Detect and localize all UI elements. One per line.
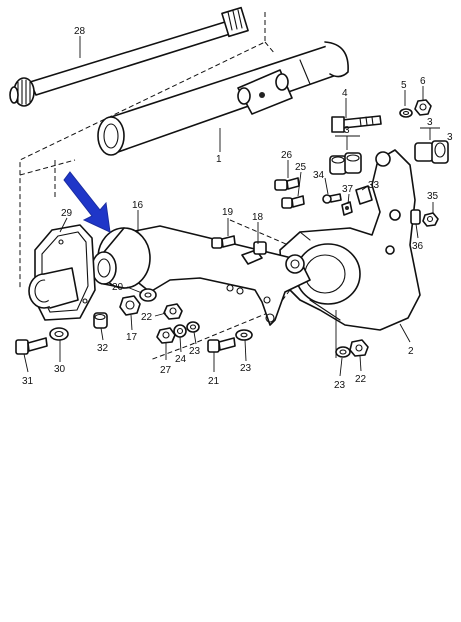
label-1: 1 [216, 154, 222, 165]
label-23-right: 23 [334, 380, 346, 391]
label-3-top: 3 [344, 125, 350, 136]
label-20: 20 [112, 282, 124, 293]
spring-plate-part-16 [91, 225, 311, 326]
bushings-part-3-right [414, 140, 449, 164]
part-labels: 28 1 5 6 4 3 3 3 26 25 34 37 33 29 16 19… [22, 26, 453, 391]
label-6: 6 [420, 76, 426, 87]
label-29: 29 [61, 208, 73, 219]
label-23-middle: 23 [240, 363, 252, 374]
drive-shaft-part-28 [9, 6, 249, 107]
washer-part-23-middle [235, 329, 253, 341]
label-32: 32 [97, 343, 109, 354]
label-33: 33 [368, 180, 380, 191]
label-22-mid: 22 [141, 312, 153, 323]
label-25: 25 [295, 162, 307, 173]
bushings-part-3-left [329, 152, 362, 175]
label-30: 30 [54, 364, 66, 375]
label-22-right: 22 [355, 374, 367, 385]
bolt-part-19 [211, 235, 236, 249]
leader-lines [23, 36, 440, 377]
label-19: 19 [222, 207, 234, 218]
label-3-right-top: 3 [427, 117, 433, 128]
washer-part-23-right [335, 346, 351, 358]
label-35: 35 [427, 191, 439, 202]
torsion-tube-part-1 [97, 41, 349, 156]
label-2: 2 [408, 346, 414, 357]
bolt-part-37 [341, 201, 353, 216]
label-24: 24 [175, 354, 187, 365]
label-3-right: 3 [447, 132, 453, 143]
pointer-arrow-icon [63, 171, 111, 233]
washer-part-23-left [186, 321, 200, 333]
bolt-part-4 [331, 115, 382, 133]
label-27: 27 [160, 365, 172, 376]
bracket-part-33 [355, 185, 373, 205]
label-37: 37 [342, 184, 354, 195]
washer-part-5 [399, 108, 413, 118]
nut-part-22 [163, 303, 183, 320]
bolt-part-25 [281, 195, 305, 209]
nut-part-6 [414, 99, 432, 116]
label-17: 17 [126, 332, 138, 343]
washer-part-30 [49, 327, 69, 341]
label-23-left: 23 [189, 346, 201, 357]
label-26: 26 [281, 150, 293, 161]
bolt-part-18 [241, 241, 267, 265]
bolt-part-36 [410, 209, 421, 225]
washer-part-24 [173, 324, 187, 338]
label-31: 31 [22, 376, 34, 387]
nut-part-17 [119, 295, 141, 316]
nut-part-27 [156, 327, 176, 344]
label-18: 18 [252, 212, 264, 223]
label-21: 21 [208, 376, 220, 387]
label-16: 16 [132, 200, 144, 211]
flange-cover-part-29 [28, 224, 96, 321]
bolt-part-26 [274, 177, 300, 191]
label-5: 5 [401, 80, 407, 91]
label-36: 36 [412, 241, 424, 252]
nut-part-35 [422, 212, 439, 227]
bolt-part-31 [15, 337, 48, 355]
bushing-part-32 [93, 312, 108, 329]
label-34: 34 [313, 170, 325, 181]
bolt-part-34 [322, 193, 342, 204]
bolt-part-21 [207, 337, 236, 353]
label-28: 28 [74, 26, 86, 37]
washer-part-20 [139, 288, 157, 302]
label-4: 4 [342, 88, 348, 99]
wheel-carrier-part-2 [279, 149, 421, 331]
nut-part-22-right [349, 339, 369, 357]
